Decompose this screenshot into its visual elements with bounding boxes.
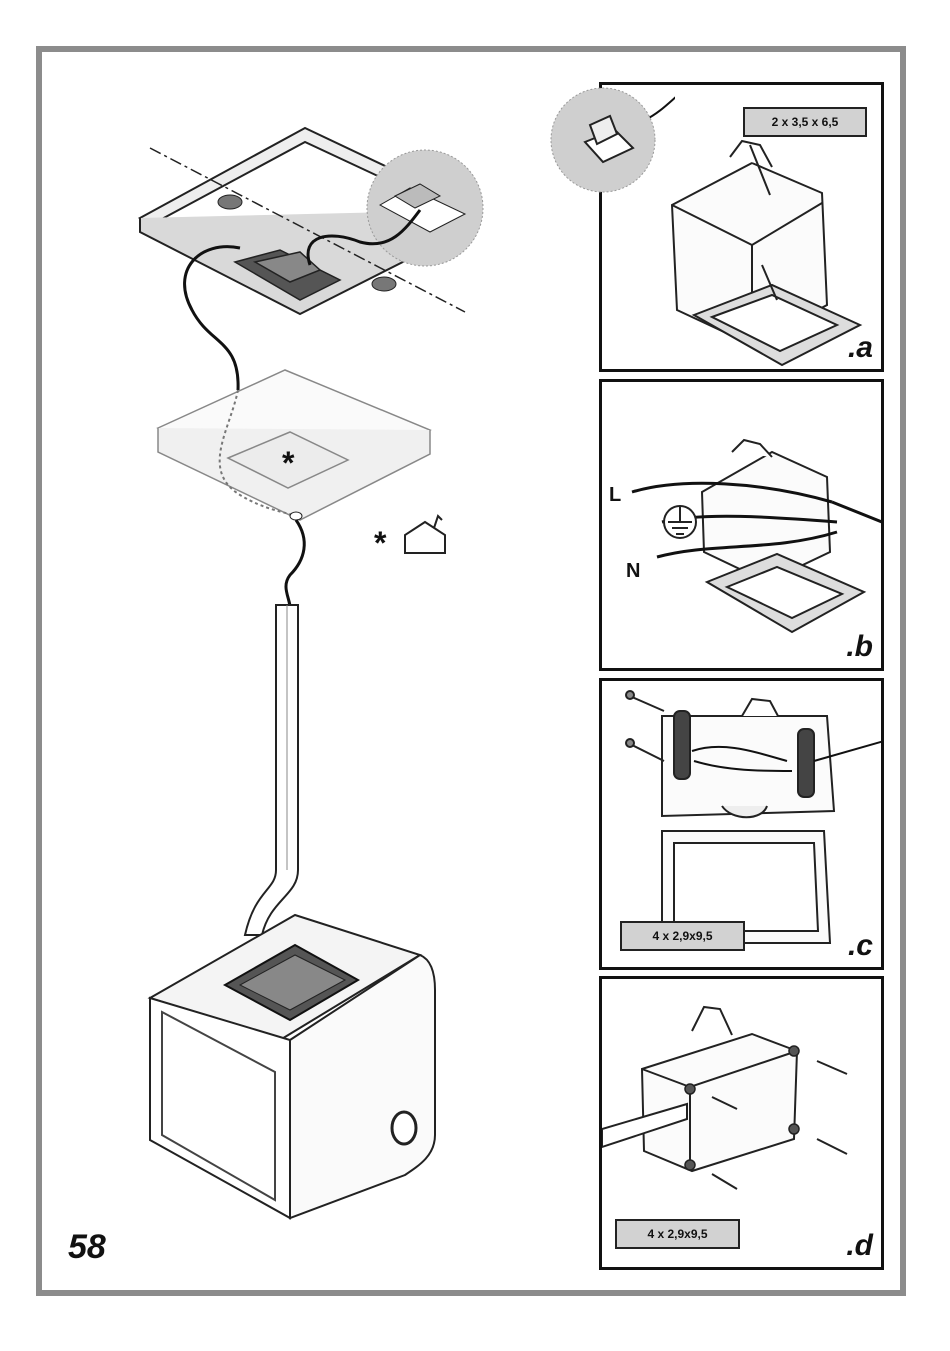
- drop-wire: [286, 520, 304, 612]
- mount-pad-right: [372, 277, 396, 291]
- neutral-wire-label: N: [626, 560, 640, 583]
- step-b-panel: L N .b: [599, 379, 884, 671]
- legend-note-marker: *: [374, 525, 386, 562]
- step-c-label: .c: [848, 929, 873, 963]
- step-a-label: .a: [848, 331, 873, 365]
- suspension-tube: [245, 605, 298, 935]
- step-a-screw-spec: 2 x 3,5 x 6,5: [743, 107, 867, 137]
- plate-note-marker: *: [282, 445, 294, 482]
- step-b-illustration: [602, 382, 884, 671]
- step-c-screw-spec: 4 x 2,9x9,5: [620, 921, 745, 951]
- step-d-label: .d: [846, 1229, 873, 1263]
- earth-ground-icon: [664, 506, 696, 538]
- step-d-panel: 4 x 2,9x9,5 .d: [599, 976, 884, 1270]
- mount-pad-left: [218, 195, 242, 209]
- step-d-screw-spec: 4 x 2,9x9,5: [615, 1219, 740, 1249]
- page-number: 58: [68, 1228, 106, 1267]
- house-wiring-icon: [405, 516, 445, 553]
- main-installation-illustration: [0, 0, 600, 1260]
- hood-knob: [392, 1112, 416, 1144]
- step-b-label: .b: [846, 630, 873, 664]
- step-c-panel: 4 x 2,9x9,5 .c: [599, 678, 884, 970]
- step-a-magnifier: [545, 70, 675, 200]
- live-wire-label: L: [609, 484, 621, 507]
